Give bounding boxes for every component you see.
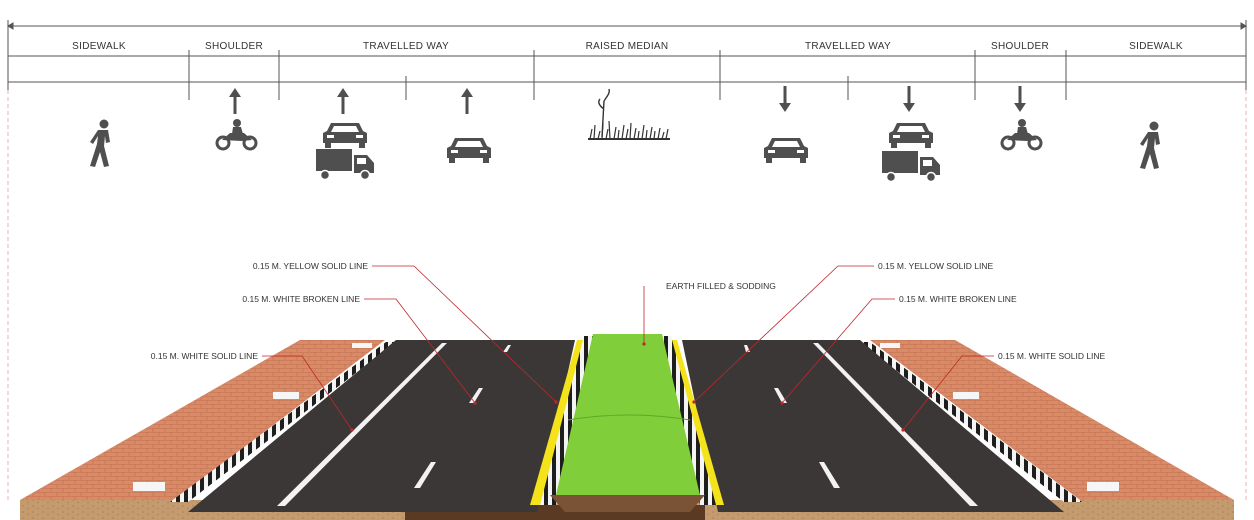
- truck-icon: [882, 151, 940, 183]
- white-solid-line-right: [813, 343, 978, 506]
- sidewalk-right: [870, 340, 1234, 500]
- callout-left-yellow-line: 0.15 M. YELLOW SOLID LINE: [253, 261, 368, 271]
- up-arrow-icon: [337, 88, 349, 114]
- grass-icon: [588, 88, 670, 140]
- car-icon: [764, 138, 808, 163]
- median-grass-seam: [567, 414, 691, 421]
- callout-left-white-broken-line: 0.15 M. WHITE BROKEN LINE: [242, 294, 360, 304]
- section-label-sidewalk-left: SIDEWALK: [72, 41, 126, 52]
- carriageway-right: [682, 340, 1064, 512]
- dimension-lines: [7, 20, 1247, 100]
- sidewalk-marker: [273, 392, 299, 399]
- pedestrian-icon: [1140, 121, 1160, 169]
- white-solid-line-left: [277, 343, 447, 506]
- leader-line-left-broken: [364, 298, 476, 404]
- callout-left-white-solid-line: 0.15 M. WHITE SOLID LINE: [151, 351, 259, 361]
- leader-dots: [350, 342, 905, 432]
- down-arrow-icon: [779, 86, 791, 112]
- down-arrow-icon: [903, 86, 915, 112]
- section-label-shoulder-right: SHOULDER: [991, 41, 1049, 52]
- yellow-solid-line-right: [670, 340, 724, 505]
- up-arrow-icon: [229, 88, 241, 114]
- section-label-raised-median: RAISED MEDIAN: [586, 41, 669, 52]
- callouts: [262, 265, 994, 431]
- callout-median-earth-filled: EARTH FILLED & SODDING: [666, 281, 776, 291]
- down-arrow-icon: [1014, 86, 1026, 112]
- pedestrian-icon: [90, 119, 110, 167]
- leader-line-right-broken: [781, 298, 895, 404]
- median-grass: [556, 334, 700, 495]
- leader-line-right-solid: [902, 355, 994, 431]
- carriageway-left: [188, 340, 575, 512]
- callout-right-white-solid-line: 0.15 M. WHITE SOLID LINE: [998, 351, 1106, 361]
- sidewalk-marker: [1087, 482, 1119, 491]
- car-icon: [323, 123, 367, 148]
- leader-line-left-yellow: [372, 265, 557, 403]
- median-curb-left: [540, 336, 593, 505]
- sidewalk-marker: [133, 482, 165, 491]
- truck-icon: [316, 149, 374, 181]
- callout-right-yellow-line: 0.15 M. YELLOW SOLID LINE: [878, 261, 993, 271]
- sidewalk-marker: [880, 343, 900, 348]
- motorcycle-icon: [1000, 119, 1043, 151]
- up-arrow-icon: [461, 88, 473, 114]
- section-label-sidewalk-right: SIDEWALK: [1129, 41, 1183, 52]
- road-perspective: [20, 334, 1234, 520]
- motorcycle-icon: [215, 119, 258, 151]
- sidewalk-marker: [352, 343, 372, 348]
- callout-right-white-broken-line: 0.15 M. WHITE BROKEN LINE: [899, 294, 1017, 304]
- section-label-travelled-way-left: TRAVELLED WAY: [363, 41, 449, 52]
- car-icon: [889, 123, 933, 148]
- median-earth-mound: [550, 495, 705, 512]
- sidewalk-left: [20, 340, 385, 500]
- median-curb-right: [662, 336, 716, 505]
- curb-left: [170, 342, 396, 502]
- car-icon: [447, 138, 491, 163]
- section-label-shoulder-left: SHOULDER: [205, 41, 263, 52]
- yellow-solid-line-left: [530, 340, 584, 505]
- section-label-travelled-way-right: TRAVELLED WAY: [805, 41, 891, 52]
- leader-line-right-yellow: [693, 265, 874, 403]
- sidewalk-marker: [953, 392, 979, 399]
- leader-line-left-solid: [262, 355, 353, 431]
- curb-right: [860, 342, 1082, 502]
